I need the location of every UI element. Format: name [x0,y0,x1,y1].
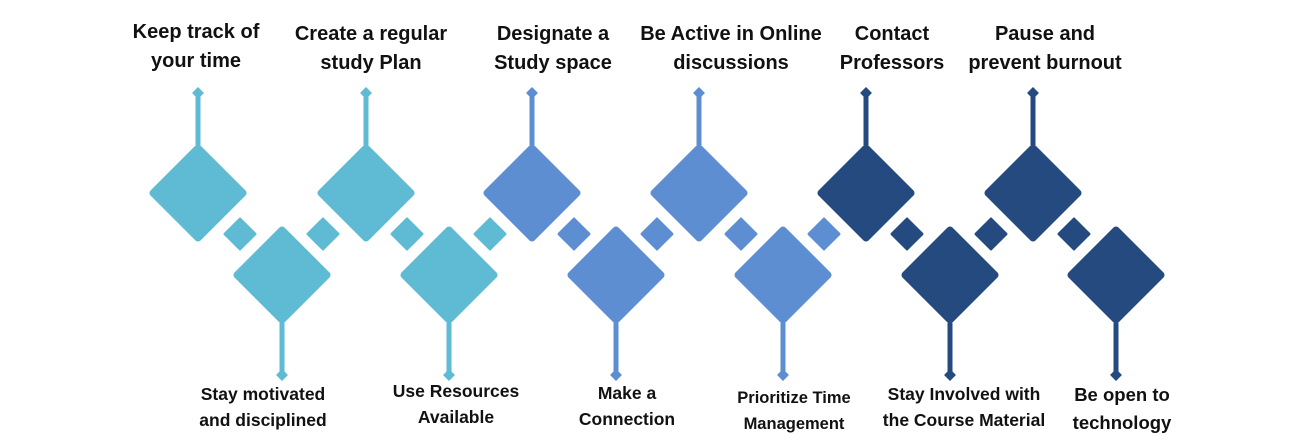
connector-diamond [473,217,507,251]
top-label-1: Keep track of your time [133,18,260,76]
connector-diamond [390,217,424,251]
bottom-diamond [400,226,498,324]
label-line: Make a [597,383,657,403]
bottom-diamond [567,226,665,324]
label-line: Create a regular [294,23,448,45]
connector-diamond [306,217,340,251]
label-line: study Plan [320,52,422,74]
label-line: Contact [854,23,930,45]
connector-diamond [640,217,674,251]
connector-diamond [974,217,1008,251]
label-line: the Course Material [882,410,1046,430]
label-line: Prioritize Time [737,389,851,407]
connector-diamond [557,217,591,251]
bottom-label-6: Be open to technology [1073,381,1172,437]
stem-cap-diamond [443,369,455,381]
stem-cap-diamond [860,87,872,99]
bottom-diamond [233,226,331,324]
top-diamond [650,144,748,242]
stem-cap-diamond [276,369,288,381]
connector-diamond [1057,217,1091,251]
label-line: Study space [494,52,612,74]
bottom-label-1: Stay motivated and disciplined [199,381,326,433]
label-line: Keep track of [132,21,260,43]
bottom-diamond [901,226,999,324]
bottom-diamond [1067,226,1165,324]
bottom-diamond [734,226,832,324]
label-line: Use Resources [392,381,520,401]
top-diamond [149,144,247,242]
top-diamond [817,144,915,242]
top-diamond [317,144,415,242]
label-line: Pause and [994,23,1096,45]
top-label-4: Be Active in Online discussions [640,20,822,78]
top-label-6: Pause and prevent burnout [968,20,1121,78]
bottom-label-5: Stay Involved with the Course Material [883,381,1045,433]
label-line: prevent burnout [968,52,1122,74]
connector-diamond [223,217,257,251]
top-label-3: Designate a Study space [494,20,612,78]
connector-diamond [890,217,924,251]
stem-cap-diamond [192,87,204,99]
top-label-2: Create a regular study Plan [295,20,447,78]
connector-diamond [807,217,841,251]
stem-cap-diamond [693,87,705,99]
stem-cap-diamond [944,369,956,381]
label-line: Be open to [1074,384,1170,405]
label-line: Professors [839,52,945,74]
stem-cap-diamond [777,369,789,381]
label-line: Designate a [496,23,610,45]
label-line: Be Active in Online [640,23,822,45]
stem-cap-diamond [1027,87,1039,99]
label-line: Management [743,415,845,433]
top-diamond [483,144,581,242]
top-diamond [984,144,1082,242]
stem-cap-diamond [526,87,538,99]
bottom-label-3: Make a Connection [579,380,675,432]
label-line: discussions [673,52,789,74]
label-line: and disciplined [199,410,327,430]
label-line: your time [150,50,242,72]
connector-diamond [724,217,758,251]
stem-cap-diamond [610,369,622,381]
label-line: Stay motivated [200,384,326,404]
label-line: Available [417,407,495,427]
label-line: technology [1072,412,1172,433]
label-line: Stay Involved with [887,384,1041,404]
stem-cap-diamond [360,87,372,99]
label-line: Connection [578,409,676,429]
stem-cap-diamond [1110,369,1122,381]
